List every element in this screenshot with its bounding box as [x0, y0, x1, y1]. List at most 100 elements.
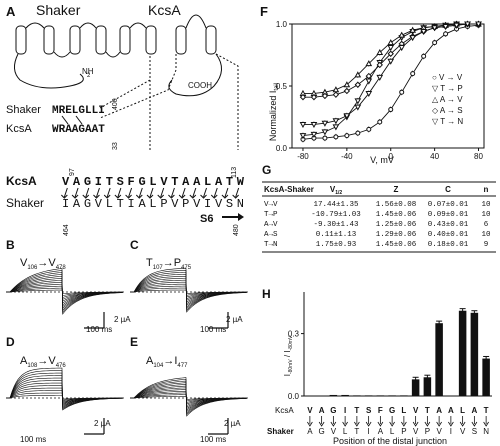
- f-ylabel: Normalized Itail: [268, 83, 280, 141]
- align-arrow: [181, 187, 186, 198]
- f-xtick-label: -40: [341, 152, 353, 161]
- f-point: [310, 93, 318, 101]
- align-arrow: [85, 187, 90, 198]
- helix-cylinders: [15, 25, 217, 55]
- helix-s6: [145, 25, 157, 55]
- row1-arrow-1: [61, 115, 69, 125]
- align-arrow: [106, 187, 111, 198]
- panel-c-labels: C T107→P475 100 ms 2 µA: [130, 238, 243, 334]
- h-kcsa-residue: V: [413, 406, 419, 415]
- g-cell: T→P: [264, 211, 278, 219]
- num-400: 400: [112, 98, 119, 110]
- f-ytick-label: 0.5: [276, 82, 288, 91]
- current-trace: [6, 272, 123, 312]
- h-shaker-name: Shaker: [267, 427, 294, 436]
- h-arrowhead-icon: [459, 421, 466, 427]
- helix-kcsa-m1: [175, 25, 187, 55]
- h-kcsa-residue: S: [366, 406, 372, 415]
- f-legend-entry: ▽ T → P: [432, 84, 463, 93]
- shaker-name: Shaker: [6, 196, 44, 210]
- h-ytick-label: 0.0: [288, 392, 300, 401]
- f-legend-entry: ▽ T → N: [432, 117, 463, 126]
- h-bar: [411, 379, 420, 396]
- panel-d-traces: [6, 367, 124, 435]
- h-arrowhead-icon: [377, 421, 384, 427]
- f-xtick-label: -80: [297, 152, 309, 161]
- f-point: [365, 72, 373, 80]
- helix-s5: [119, 25, 131, 55]
- panel-c-time-scale: 100 ms: [200, 325, 226, 334]
- f-point: [366, 126, 372, 132]
- panel-c-title: T107→P475: [146, 257, 192, 271]
- align-arrowhead-icon: [135, 194, 143, 199]
- align-arrowhead-icon: [82, 194, 90, 199]
- kcsa-name: KcsA: [6, 174, 37, 188]
- panel-e-letter: E: [130, 335, 138, 349]
- f-point: [299, 133, 307, 140]
- g-cell: V→V: [264, 201, 278, 209]
- f-point: [299, 121, 307, 128]
- align-arrowhead-icon: [210, 194, 218, 199]
- align-arrowhead-icon: [232, 194, 240, 199]
- f-point: [332, 86, 340, 93]
- h-arrowhead-icon: [448, 421, 454, 427]
- f-point: [299, 93, 307, 101]
- nh2-sub: 2: [87, 73, 91, 79]
- f-point: [322, 135, 328, 141]
- helix-s2: [43, 25, 55, 55]
- f-point: [464, 21, 471, 28]
- h-kcsa-residue: F: [378, 406, 383, 415]
- f-legend-entry: △ A → V: [432, 95, 463, 104]
- align-arrow: [117, 187, 122, 198]
- f-point: [410, 71, 416, 77]
- trace-panels: [6, 268, 248, 435]
- f-ytick-label: 1.0: [276, 20, 288, 29]
- h-shaker-residue: L: [343, 427, 348, 436]
- f-point: [420, 28, 428, 35]
- current-trace: [6, 268, 123, 315]
- align-arrowhead-icon: [189, 194, 197, 199]
- f-point: [365, 90, 373, 97]
- alignment-arrows: [60, 187, 240, 199]
- helix-loops: [14, 14, 222, 97]
- align-arrow: [128, 187, 133, 198]
- h-bar: [435, 323, 443, 396]
- align-arrowhead-icon: [200, 194, 207, 199]
- h-kcsa-residue: L: [460, 406, 465, 415]
- h-kcsa-residue: G: [389, 406, 395, 415]
- f-xtick-label: 40: [430, 152, 439, 161]
- h-shaker-residue: A: [378, 427, 384, 436]
- f-legend-entry: ◇ A → S: [432, 106, 463, 115]
- h-bar: [447, 396, 455, 397]
- h-shaker-residue: S: [472, 427, 477, 436]
- f-point: [376, 74, 384, 81]
- f-point: [365, 60, 373, 67]
- g-cell: -9.30±1.43: [313, 221, 359, 229]
- h-arrowhead-icon: [342, 421, 348, 427]
- h-shaker-residue: I: [368, 427, 370, 436]
- panel-a-letter: A: [6, 4, 16, 19]
- row1-shaker-name: Shaker: [6, 104, 41, 116]
- f-point: [431, 25, 438, 32]
- chart-h: 0.00.3: [288, 292, 492, 401]
- align-arrow: [160, 187, 165, 198]
- f-point: [376, 48, 384, 56]
- n-terminus: [14, 53, 84, 89]
- f-point: [398, 45, 406, 52]
- h-shaker-residue: N: [483, 427, 489, 436]
- g-cell: 10: [481, 201, 491, 209]
- panel-c-traces: [130, 268, 248, 329]
- h-kcsa-residue: A: [471, 406, 477, 415]
- h-bar: [317, 396, 326, 397]
- g-cell: -10.79±1.03: [311, 211, 361, 219]
- panel-b-title: V106→V478: [20, 257, 66, 271]
- g-cell: A→V: [264, 221, 278, 229]
- h-shaker-residue: T: [354, 427, 359, 436]
- f-point: [343, 81, 351, 88]
- h-kcsa-residue: A: [448, 406, 454, 415]
- h-shaker-residue: L: [390, 427, 395, 436]
